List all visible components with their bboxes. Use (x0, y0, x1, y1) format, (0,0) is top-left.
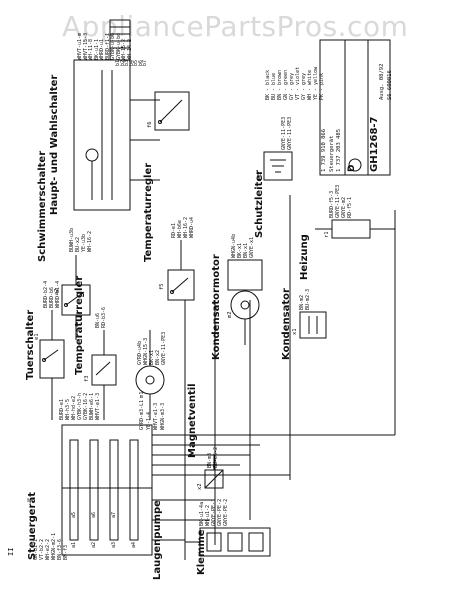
id-f3: f3 (84, 375, 90, 382)
terminal-label-steuer: a3 (111, 541, 117, 548)
hauptschalter-box (73, 59, 131, 211)
terminal-label-steuer: a1 (71, 541, 77, 548)
id-m1: m1 (139, 391, 145, 398)
section-klemme: Klemme (196, 529, 207, 575)
temperaturregler-f3 (91, 354, 117, 386)
section-kondensatormotor: Kondensatormotor (211, 254, 222, 360)
terminal-label-steuer: a6 (91, 511, 97, 518)
titleblock-ausg: Ausg. 08/92 (379, 63, 385, 100)
color-key-entry: PK - pink (319, 72, 325, 100)
steuergeraet-box (61, 424, 153, 556)
terminal-label-steuer: a4 (131, 541, 137, 548)
terminal-label-steuer: a7 (111, 511, 117, 518)
titleblock-part-number: GH1268-7 (369, 116, 380, 172)
side-marker: II (7, 547, 15, 556)
section-schwimmerschalter: Schwimmerschalter (37, 150, 48, 262)
heizung-element (331, 219, 371, 239)
f6-switch (154, 91, 190, 131)
wire-label-laugen: WHGN-m3-3 (160, 402, 166, 430)
laugenpumpe-motor (135, 365, 165, 395)
wire-label-steuer_left: BN-f3 (63, 544, 69, 560)
terminal-label-haupt: b7 (142, 59, 148, 66)
wire-label-temp_f5: WHRD-u4 (189, 216, 195, 238)
wire-label-steuer: WHVT-e1-3 (95, 392, 101, 420)
wire-label-kondensator: BU-m2-3 (305, 288, 311, 310)
terminal-label-steuer: a2 (91, 541, 97, 548)
section-heizung: Heizung (299, 234, 310, 280)
wire-label-laugen_extra: GNYE-11-PE3 (161, 331, 167, 365)
wire-label-schwimmer: WH-16-2 (87, 230, 93, 252)
section-laugenpumpe: Laugenpumpe (152, 500, 163, 580)
id-e1: e1 (34, 333, 40, 340)
section-haupt-wahlschalter: Haupt- und Wahlschalter (49, 74, 60, 215)
section-tuerschalter: Tuerschalter (25, 309, 36, 380)
wire-label-kondensatormotor: GNYE-x1 (249, 236, 255, 258)
wire-label-laugen: WHVT-e1-3 (153, 402, 159, 430)
titleblock-steuergeraet-label: Steuergerät (329, 135, 335, 172)
wire-label-klemme: GNYE-PE-2 (223, 498, 229, 526)
section-magnetventil: Magnetventil (187, 383, 198, 458)
id-r1: r1 (324, 231, 330, 238)
wire-label-temp_f3: RD-b3-6 (101, 306, 107, 328)
id-f5: f5 (159, 283, 165, 290)
schutzleiter-pe (263, 151, 293, 181)
wire-label-laugen: GYRD-m3-L1 (139, 399, 145, 430)
kondensatormotor-motor (230, 290, 260, 320)
terminal-label-steuer: a5 (71, 511, 77, 518)
id-m2: m2 (227, 311, 233, 318)
id-f6: f6 (147, 121, 153, 128)
titleblock-number1: 1 739 910 866 (321, 128, 327, 172)
wire-label-schutz: GNYE-11-PE3 (287, 116, 293, 150)
titleblock-drawing-number: S6-600016 (387, 70, 393, 100)
section-schutzleiter: Schutzleiter (254, 169, 265, 238)
id-x2: x2 (197, 483, 203, 490)
wire-label-tuer: WHRD-m1-4 (55, 280, 61, 308)
kondensator-capacitor (299, 311, 327, 339)
section-temperaturregler-f3: Temperaturregler (74, 275, 85, 375)
klemme-box (199, 527, 271, 557)
temperaturregler-f5 (167, 269, 195, 301)
wire-label-heizung: RD-f5-1 (347, 196, 353, 218)
wire-label-magnet: BU-e6-2 (213, 446, 219, 468)
section-temperaturregler-f5: Temperaturregler (143, 162, 154, 262)
id-pe: PE (257, 173, 263, 180)
wire-label-laugen: YE-1-4 (146, 411, 152, 430)
id-x1: x1 (292, 328, 298, 335)
titleblock-steuergeraet-number: 1 737 203 485 (336, 128, 342, 172)
section-kondensator: Kondensator (281, 288, 292, 360)
titleblock-frame (319, 39, 391, 176)
titleblock-code: D (347, 164, 357, 172)
wire-label-haupt: WH-14-2 (126, 38, 133, 60)
